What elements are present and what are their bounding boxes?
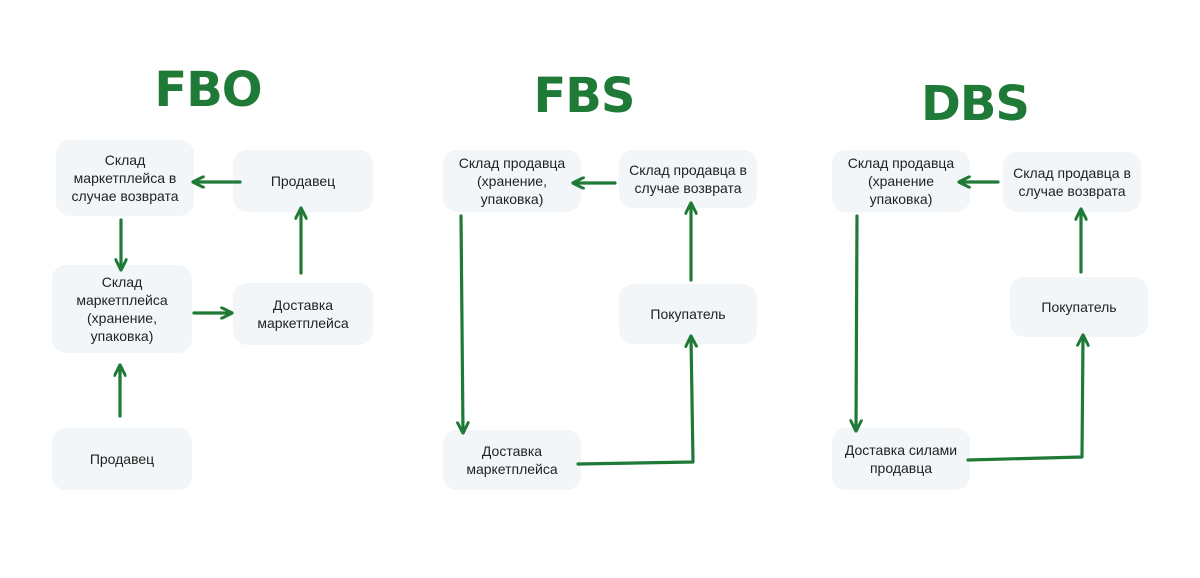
fbo-storage-box: Склад маркетплейса (хранение, упаковка)	[52, 265, 192, 353]
dbs-arrow-warehouse-to-delivery	[856, 214, 857, 430]
fbo-seller-bottom-box: Продавец	[52, 428, 192, 490]
fbo-title: FBO	[154, 62, 262, 118]
fbs-buyer-box: Покупатель	[619, 284, 757, 344]
dbs-title: DBS	[921, 76, 1030, 132]
fbs-arrow-warehouse-to-delivery	[461, 214, 463, 432]
fbo-seller-top-box: Продавец	[233, 150, 373, 212]
dbs-delivery-box: Доставка силами продавца	[832, 428, 970, 490]
fbs-arrow-delivery-to-buyer	[576, 337, 693, 466]
fbs-title: FBS	[533, 68, 636, 124]
fbs-seller-warehouse-box: Склад продавца (хранение, упаковка)	[443, 150, 581, 212]
fbo-delivery-box: Доставка маркетплейса	[233, 283, 373, 345]
fbs-delivery-box: Доставка маркетплейса	[443, 430, 581, 490]
fbo-return-warehouse-box: Склад маркетплейса в случае возврата	[56, 140, 194, 216]
dbs-seller-warehouse-box: Склад продавца (хранение упаковка)	[832, 150, 970, 212]
dbs-arrow-delivery-to-buyer	[966, 336, 1083, 462]
dbs-return-warehouse-box: Склад продавца в случае возврата	[1003, 152, 1141, 212]
dbs-buyer-box: Покупатель	[1010, 277, 1148, 337]
fbs-return-warehouse-box: Склад продавца в случае возврата	[619, 150, 757, 208]
